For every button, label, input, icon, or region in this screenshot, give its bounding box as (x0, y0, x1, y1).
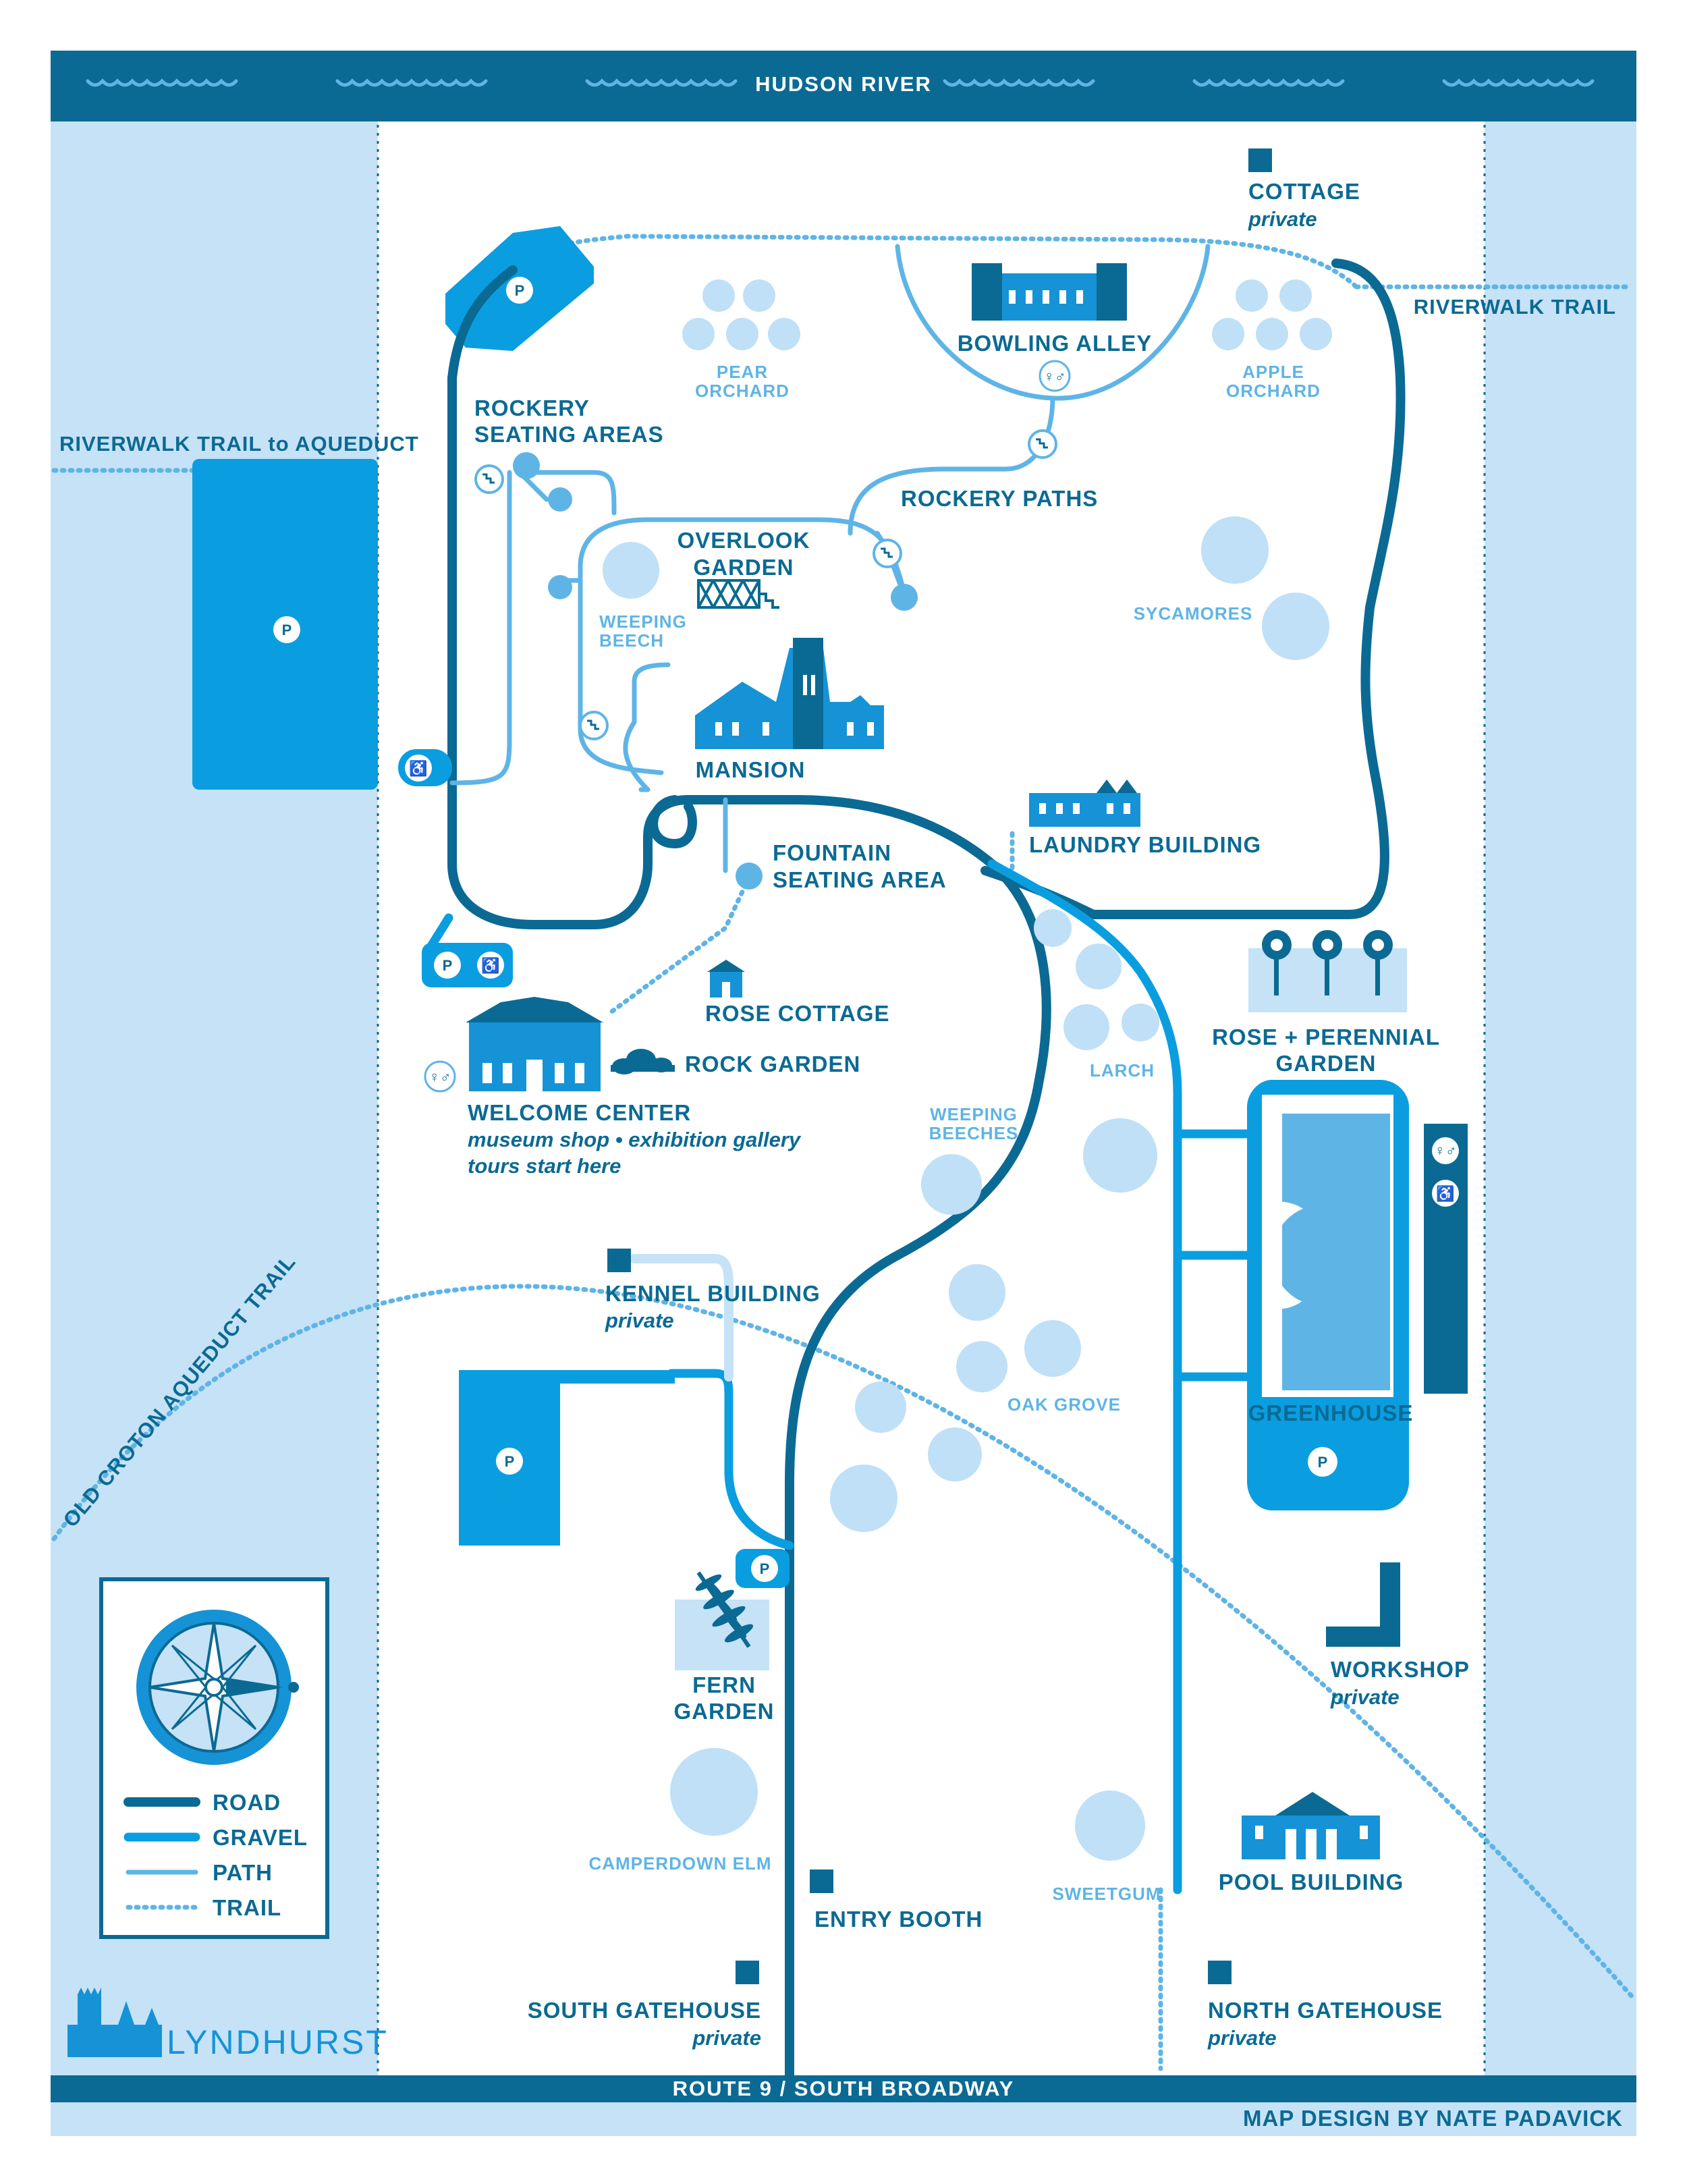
rose-perennial-line1: ROSE + PERENNIAL (1212, 1025, 1440, 1049)
overlook-garden-line1: OVERLOOK (677, 528, 810, 553)
hudson-river-banner: HUDSON RIVER (51, 51, 1636, 121)
pear-orchard-line1: PEAR (717, 362, 768, 382)
parking-lot-southwest[interactable]: P (459, 1370, 675, 1546)
riverwalk-aqueduct-label: RIVERWALK TRAIL to AQUEDUCT (59, 432, 419, 456)
weeping-beeches-line2: BEECHES (929, 1123, 1019, 1143)
rose-perennial-line2: GARDEN (1275, 1051, 1376, 1076)
overlook-garden-icon (697, 579, 779, 609)
kennel-building-label: KENNEL BUILDING (605, 1281, 821, 1306)
svg-text:♀♂: ♀♂ (1435, 1142, 1457, 1159)
east-land (1485, 121, 1636, 2079)
laundry-building[interactable] (1029, 780, 1140, 827)
rose-garden-icon (1248, 930, 1407, 1012)
hudson-river-label: HUDSON RIVER (755, 72, 932, 96)
trees (603, 279, 1332, 1861)
route9-banner: ROUTE 9 / SOUTH BROADWAY MAP DESIGN BY N… (51, 2075, 1636, 2136)
camperdown-elm-label: CAMPERDOWN ELM (588, 1853, 771, 1874)
pool-building-label: POOL BUILDING (1219, 1869, 1404, 1894)
legend-road: ROAD (213, 1790, 281, 1815)
oak-grove-label: OAK GROVE (1007, 1394, 1121, 1415)
fountain-seating-line1: FOUNTAIN (773, 840, 891, 865)
svg-text:P: P (760, 1560, 770, 1577)
laundry-building-label: LAUNDRY BUILDING (1029, 832, 1261, 857)
svg-text:♿: ♿ (481, 957, 499, 974)
welcome-center-note2: tours start here (468, 1154, 621, 1178)
larch-label: LARCH (1090, 1060, 1155, 1081)
restroom-icon-bowling: ♀♂ (1039, 360, 1071, 392)
small-building-markers (607, 148, 1272, 1984)
pool-building[interactable] (1242, 1792, 1380, 1859)
sweetgum-label: SWEETGUM (1052, 1884, 1161, 1904)
restroom-icon: ♀♂ (424, 1060, 456, 1093)
apple-orchard-line2: ORCHARD (1226, 381, 1321, 401)
bowling-alley-building[interactable] (972, 263, 1127, 321)
map-credit: MAP DESIGN BY NATE PADAVICK (1243, 2106, 1623, 2131)
weeping-beeches-line1: WEEPING (930, 1104, 1018, 1124)
lyndhurst-logo[interactable]: LYNDHURST (67, 1988, 389, 2061)
south-gatehouse-note: private (692, 2026, 761, 2050)
svg-text:P: P (515, 282, 525, 299)
svg-text:♿: ♿ (409, 760, 427, 777)
welcome-center-label: WELCOME CENTER (468, 1100, 691, 1125)
weeping-beech-line2: BEECH (599, 630, 664, 651)
parking-accessible-badge[interactable]: P ♿ (422, 943, 513, 987)
pear-orchard-line2: ORCHARD (695, 381, 790, 401)
svg-text:P: P (282, 622, 292, 638)
weeping-beech-line1: WEEPING (599, 611, 687, 632)
entry-booth-label: ENTRY BOOTH (814, 1907, 983, 1932)
route9-label: ROUTE 9 / SOUTH BROADWAY (673, 2077, 1015, 2100)
rockery-seating-line1: ROCKERY (474, 395, 590, 420)
welcome-center-building[interactable] (466, 997, 603, 1091)
fern-garden-icon (675, 1571, 769, 1670)
legend-gravel: GRAVEL (213, 1825, 308, 1850)
rock-garden-label: ROCK GARDEN (685, 1052, 860, 1076)
apple-orchard-line1: APPLE (1242, 362, 1304, 382)
fountain-seating-line2: SEATING AREA (773, 867, 947, 892)
workshop-label: WORKSHOP (1331, 1657, 1470, 1682)
kennel-building-note: private (605, 1309, 674, 1332)
rockery-paths-label: ROCKERY PATHS (901, 486, 1098, 511)
fern-garden-line2: GARDEN (673, 1699, 774, 1724)
bowling-alley-label: BOWLING ALLEY (958, 331, 1153, 356)
rock-garden-icon (611, 1049, 675, 1074)
svg-text:P: P (505, 1453, 515, 1470)
map-legend: ROAD GRAVEL PATH TRAIL (99, 1577, 329, 1939)
old-croton-trail-line (51, 1284, 1636, 2000)
parking-lot-north[interactable]: P (445, 226, 594, 351)
legend-path: PATH (213, 1860, 273, 1885)
legend-trail: TRAIL (213, 1895, 281, 1920)
mansion-label: MANSION (696, 757, 806, 782)
svg-text:P: P (443, 957, 453, 974)
castle-logo-icon (67, 1988, 162, 2057)
lyndhurst-wordmark: LYNDHURST (167, 2023, 389, 2061)
sycamores-label: SYCAMORES (1134, 603, 1253, 624)
fern-garden-line1: FERN (692, 1672, 756, 1697)
welcome-center-note1: museum shop • exhibition gallery (468, 1128, 802, 1151)
workshop-building[interactable] (1326, 1562, 1400, 1647)
parking-icon-fern[interactable]: P (736, 1549, 790, 1588)
workshop-note: private (1330, 1685, 1400, 1709)
overlook-garden-line2: GARDEN (693, 555, 794, 580)
mansion-building[interactable] (695, 638, 884, 749)
greenhouse-building[interactable]: P ♀♂ ♿ (1247, 1080, 1468, 1510)
cottage-label: COTTAGE (1248, 179, 1360, 204)
greenhouse-label: GREENHOUSE (1248, 1400, 1414, 1425)
rose-cottage-building[interactable] (707, 960, 745, 998)
compass-rose-icon (136, 1610, 299, 1765)
parking-lot-west[interactable]: P (192, 459, 378, 790)
accessible-icon: ♿ (398, 749, 452, 786)
rockery-seating-line2: SEATING AREAS (474, 422, 664, 447)
cottage-note: private (1248, 207, 1317, 231)
south-gatehouse-label: SOUTH GATEHOUSE (528, 1998, 761, 2023)
svg-text:♿: ♿ (1436, 1185, 1454, 1202)
svg-text:P: P (1318, 1454, 1328, 1471)
riverwalk-trail-label: RIVERWALK TRAIL (1414, 295, 1616, 319)
north-gatehouse-label: NORTH GATEHOUSE (1208, 1998, 1443, 2023)
svg-text:♀♂: ♀♂ (429, 1068, 451, 1085)
north-gatehouse-note: private (1207, 2026, 1277, 2050)
rose-cottage-label: ROSE COTTAGE (705, 1001, 890, 1026)
svg-text:♀♂: ♀♂ (1044, 368, 1066, 385)
